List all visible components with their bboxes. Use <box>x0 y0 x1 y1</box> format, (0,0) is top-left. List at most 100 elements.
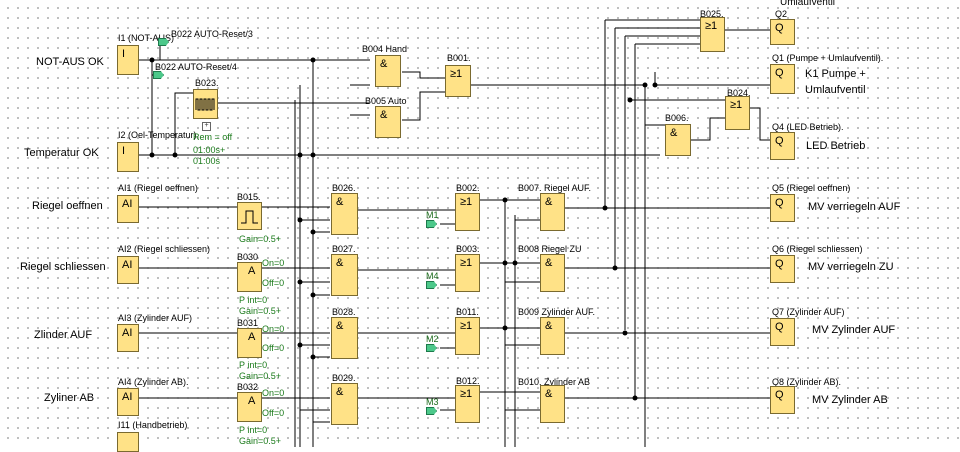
junction-dot <box>502 197 508 203</box>
block-label-b012: B012. <box>456 376 480 386</box>
and-block-b028[interactable]: & <box>331 317 358 359</box>
junction-dot <box>627 97 633 103</box>
block-symbol: A <box>248 265 256 277</box>
junction-dot <box>297 342 303 348</box>
analog-param: On=0 <box>262 324 285 334</box>
or-block-b012[interactable]: ≥1 <box>455 385 480 423</box>
timer-param: Rem = off <box>193 132 233 142</box>
input-desc-i1: NOT-AUS OK <box>36 56 104 68</box>
or-block-b025[interactable]: ≥1 <box>700 17 725 52</box>
and-block-b004[interactable]: & <box>375 55 401 87</box>
input-block-i11[interactable] <box>117 432 139 452</box>
block-symbol: Q <box>775 197 784 209</box>
junction-dot <box>612 265 618 271</box>
block-symbol: & <box>545 257 553 269</box>
input-block-i1[interactable]: I <box>117 45 139 75</box>
junction-dot <box>149 57 155 63</box>
and-block-b029[interactable]: & <box>331 383 358 425</box>
output-block-q1[interactable]: Q <box>770 64 795 94</box>
input-label-i11: I11 (Handbetrieb) <box>118 420 188 430</box>
output-block-q8[interactable]: Q <box>770 386 795 414</box>
input-block-ai1[interactable]: AI <box>117 195 139 223</box>
analog-param: Gain=0.5+ <box>239 436 282 446</box>
and-block-b008[interactable]: & <box>540 254 565 292</box>
output-block-q7[interactable]: Q <box>770 318 795 346</box>
output-label-q4: Q4 (LED Betrieb). <box>772 122 844 132</box>
block-symbol: A <box>248 395 256 407</box>
input-label-i2: I2 (Oel-Temperatur) <box>118 130 197 140</box>
reset-tag-icon <box>153 71 164 79</box>
or-block-b001[interactable]: ≥1 <box>445 65 471 97</box>
block-symbol: & <box>380 109 388 121</box>
expand-icon[interactable]: + <box>202 122 211 131</box>
analog-param: On=0 <box>262 388 285 398</box>
input-block-ai4[interactable]: AI <box>117 388 139 416</box>
block-label-b002: B002. <box>456 183 480 193</box>
block-label-b015: B015. <box>237 192 261 202</box>
block-label-b032: B032 <box>237 382 259 392</box>
block-symbol: & <box>336 386 344 398</box>
block-label-b028: B028. <box>332 307 356 317</box>
input-desc-ai2: Riegel schliessen <box>20 261 106 273</box>
timer-param: 01:00s+ <box>193 145 226 155</box>
junction-dot <box>149 152 155 158</box>
or-block-b011[interactable]: ≥1 <box>455 317 480 355</box>
or-block-b024[interactable]: ≥1 <box>725 96 750 130</box>
pulse-block-b023[interactable] <box>193 89 218 119</box>
output-desc-q1: K1 Pumpe + Umlaufventil <box>805 68 866 96</box>
output-label-q1: Q1 (Pumpe + Umlaufventil). <box>772 53 884 63</box>
output-desc-q4: LED Betrieb <box>806 140 866 152</box>
and-block-b026[interactable]: & <box>331 193 358 235</box>
junction-dot <box>310 292 316 298</box>
and-block-b027[interactable]: & <box>331 254 358 296</box>
reset-tag-label: B022 AUTO-Reset/3 <box>171 29 253 39</box>
block-label-b030: B030 <box>237 252 259 262</box>
marker-label: M2 <box>426 334 439 344</box>
and-block-b010[interactable]: & <box>540 385 565 423</box>
input-block-ai2[interactable]: AI <box>117 256 139 284</box>
analog-block-b031[interactable]: A <box>237 328 262 358</box>
block-label-b024: B024. <box>727 88 751 98</box>
input-label-ai2: AI2 (Riegel schliessen) <box>118 244 211 254</box>
block-symbol: AI <box>122 391 133 403</box>
marker-flag-icon <box>426 407 437 415</box>
output-block-q6[interactable]: Q <box>770 255 795 283</box>
block-label-b003: B003. <box>456 244 480 254</box>
analog-block-b030[interactable]: A <box>237 262 262 292</box>
analog-param: Off=0 <box>262 343 285 353</box>
output-desc-q7: MV Zylinder AUF <box>812 324 896 336</box>
reset-tag-label: B022 AUTO-Reset/4 <box>155 62 237 72</box>
block-symbol: & <box>545 320 553 332</box>
analog-block-b015[interactable] <box>237 202 262 230</box>
or-block-b002[interactable]: ≥1 <box>455 193 480 231</box>
timer-param: 01:00s <box>193 156 221 166</box>
analog-block-b032[interactable]: A <box>237 392 262 422</box>
block-symbol: & <box>670 127 678 139</box>
block-symbol: & <box>336 320 344 332</box>
input-block-i2[interactable]: I <box>117 142 139 172</box>
block-label-b025: B025. <box>700 9 724 19</box>
output-block-q5[interactable]: Q <box>770 194 795 222</box>
block-label-b031: B031 <box>237 318 259 328</box>
input-block-ai3[interactable]: AI <box>117 324 139 352</box>
block-symbol: AI <box>122 198 133 210</box>
and-block-b006[interactable]: & <box>665 124 691 156</box>
analog-param: Off=0 <box>262 408 285 418</box>
and-block-b007[interactable]: & <box>540 193 565 231</box>
marker-flag-icon <box>426 344 437 352</box>
output-block-q2[interactable]: Q <box>770 19 795 45</box>
and-block-b009[interactable]: & <box>540 317 565 355</box>
block-label-b009: B009 Zylinder AUF. <box>518 307 596 317</box>
input-label-i1: I1 (NOT-AUS) <box>118 33 175 43</box>
output-block-q4[interactable]: Q <box>770 132 795 160</box>
junction-dot <box>310 229 316 235</box>
junction-dot <box>310 57 316 63</box>
and-block-b005[interactable]: & <box>375 106 401 138</box>
junction-dot <box>512 260 518 266</box>
or-block-b003[interactable]: ≥1 <box>455 254 480 292</box>
junction-dot <box>310 152 316 158</box>
input-desc-i2: Temperatur OK <box>24 147 99 159</box>
input-label-ai4: AI4 (Zylinder AB). <box>118 377 189 387</box>
output-label-q5: Q5 (Riegel oeffnen) <box>772 183 851 193</box>
input-desc-ai4: Zyliner AB <box>44 392 95 404</box>
